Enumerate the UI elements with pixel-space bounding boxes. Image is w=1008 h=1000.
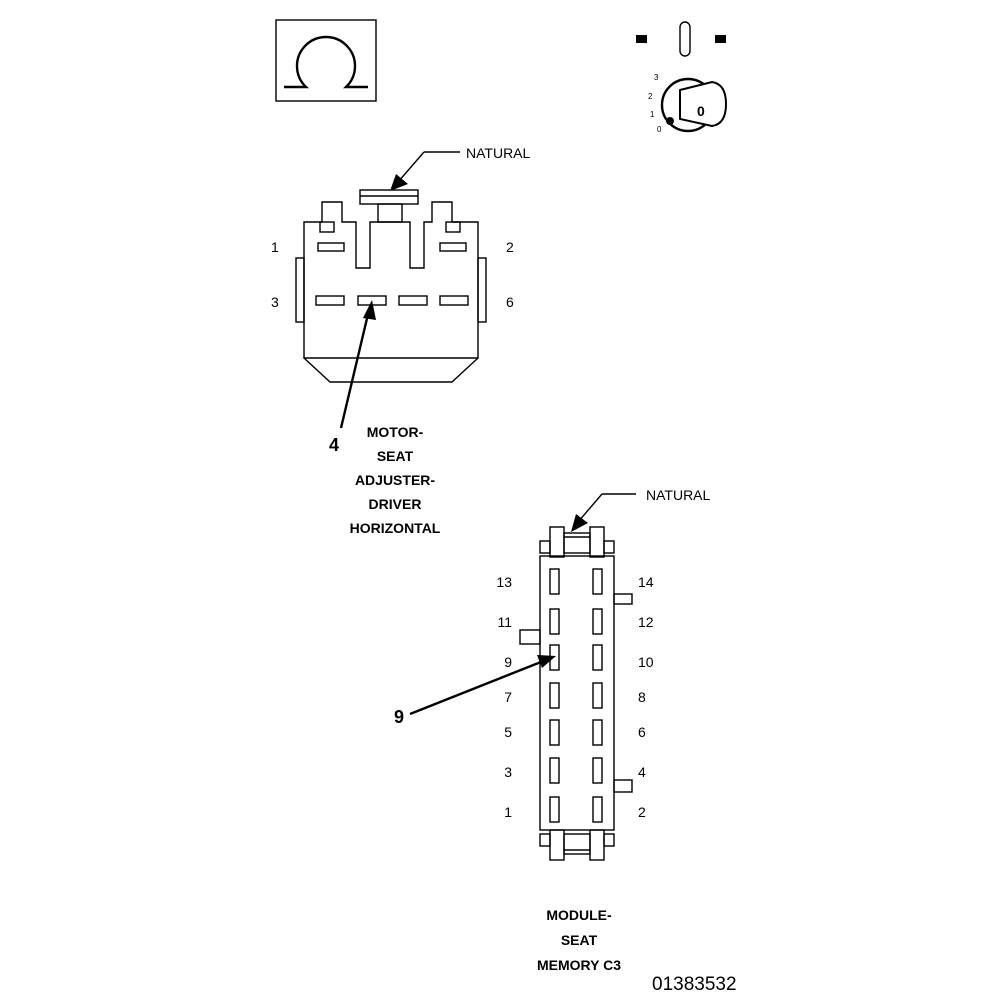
connector2-cavity-6 (592, 719, 603, 746)
connector2-cavity-3 (549, 757, 560, 784)
caption1-line-5: HORIZONTAL (350, 520, 441, 536)
caption2-line-1: MODULE- (546, 907, 612, 923)
connector2-pin-13: 13 (496, 574, 512, 590)
natural-leader-2: NATURAL (571, 487, 711, 532)
connector-module-seat-memory (519, 526, 633, 861)
key-label: 0 (697, 103, 705, 119)
connector2-cavity-7 (549, 682, 560, 709)
connector2-cavity-11 (549, 608, 560, 635)
connector2-caption: MODULE- SEAT MEMORY C3 (537, 907, 621, 973)
caption1-line-4: DRIVER (369, 496, 422, 512)
connector2-pin-3: 3 (504, 764, 512, 780)
connector2-cavity-1 (549, 796, 560, 823)
connector2-pin-9: 9 (504, 654, 512, 670)
connector1-pin-3: 3 (271, 294, 279, 310)
connector2-cavity-8 (592, 682, 603, 709)
connector2-cavity-14 (592, 568, 603, 595)
connector-motor-seat-adjuster (295, 189, 487, 383)
connector2-pins-left: 13 11 9 7 5 3 1 (496, 574, 512, 820)
connector2-pin-6: 6 (638, 724, 646, 740)
caption2-line-3: MEMORY C3 (537, 957, 621, 973)
connector2-pin-8: 8 (638, 689, 646, 705)
ignition-pos-0: 0 (657, 125, 662, 134)
connector2-pin-10: 10 (638, 654, 654, 670)
caption1-line-2: SEAT (377, 448, 414, 464)
connector1-pin-6: 6 (506, 294, 514, 310)
connector2-callout: 9 (394, 707, 404, 727)
connector2-cavity-13 (549, 568, 560, 595)
callout-arrow-4: 4 (329, 300, 376, 455)
connector1-pin-2: 2 (506, 239, 514, 255)
connector2-cavity-5 (549, 719, 560, 746)
connector2-pin-2: 2 (638, 804, 646, 820)
ignition-pos-3: 3 (654, 73, 659, 82)
connector2-cavity-2 (592, 796, 603, 823)
ohm-icon (275, 19, 377, 102)
connector1-caption: MOTOR- SEAT ADJUSTER- DRIVER HORIZONTAL (350, 424, 441, 536)
connector2-pin-11: 11 (497, 614, 512, 630)
connector1-pin-1: 1 (271, 239, 279, 255)
caption1-line-1: MOTOR- (367, 424, 424, 440)
connector2-cavity-10 (592, 644, 603, 671)
caption1-line-3: ADJUSTER- (355, 472, 435, 488)
ignition-key-icon: 0 3 2 1 0 (636, 21, 728, 134)
connector1-callout: 4 (329, 435, 339, 455)
natural-leader-1: NATURAL (390, 145, 531, 191)
connector2-pins-right: 14 12 10 8 6 4 2 (638, 574, 654, 820)
connector2-pin-7: 7 (504, 689, 512, 705)
connector1-color-label: NATURAL (466, 145, 531, 161)
connector2-cavity-12 (592, 608, 603, 635)
connector2-pin-5: 5 (504, 724, 512, 740)
ignition-pos-1: 1 (650, 110, 655, 119)
callout-arrow-9: 9 (394, 655, 556, 727)
figure-id: 01383532 (652, 974, 737, 995)
ignition-pos-2: 2 (648, 92, 653, 101)
connector2-pin-12: 12 (638, 614, 654, 630)
connector2-cavity-4 (592, 757, 603, 784)
connector2-pin-14: 14 (638, 574, 654, 590)
connector2-pin-4: 4 (638, 764, 646, 780)
connector2-pin-1: 1 (504, 804, 512, 820)
connector2-color-label: NATURAL (646, 487, 711, 503)
caption2-line-2: SEAT (561, 932, 598, 948)
